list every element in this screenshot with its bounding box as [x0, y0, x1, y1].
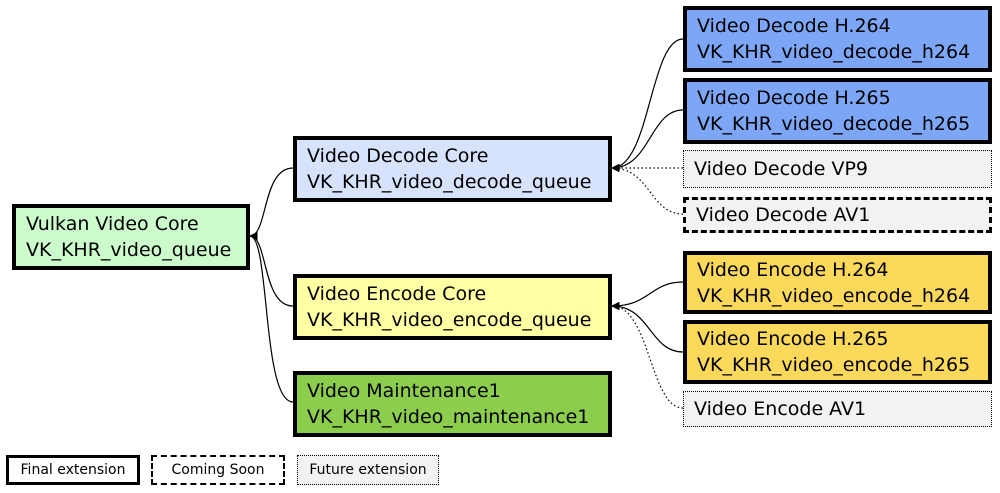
legend-coming-soon: Coming Soon	[151, 455, 285, 485]
node-extension: VK_KHR_video_encode_h264	[697, 284, 971, 307]
legend-final-extension: Final extension	[6, 455, 140, 485]
node-extension: VK_KHR_video_decode_h265	[697, 113, 971, 135]
edge-encode-h264	[611, 281, 684, 311]
node-video-encode-av1: Video Encode AV1	[683, 391, 992, 427]
node-video-decode-h264: Video Decode H.264 VK_KHR_video_decode_h…	[683, 6, 992, 72]
node-video-encode-h264: Video Encode H.264 VK_KHR_video_encode_h…	[683, 251, 992, 314]
edge-encode-h265	[611, 301, 684, 353]
node-vulkan-video-core: Vulkan Video Core VK_KHR_video_queue	[12, 204, 250, 270]
node-title: Video Maintenance1	[307, 380, 501, 402]
node-title: Video Encode H.265	[697, 328, 889, 350]
node-title: Video Decode VP9	[694, 158, 868, 180]
node-extension: VK_KHR_video_maintenance1	[307, 406, 590, 428]
edge-decode-h265	[611, 109, 684, 173]
edge-encode-to-core	[249, 231, 294, 307]
edge-decode-to-core	[249, 167, 294, 241]
legend-label: Future extension	[309, 462, 427, 478]
node-title: Video Decode H.264	[697, 15, 891, 37]
node-title: Video Decode H.265	[697, 87, 891, 109]
node-extension: VK_KHR_video_encode_queue	[307, 309, 592, 331]
legend-label: Coming Soon	[171, 462, 265, 478]
node-extension: VK_KHR_video_decode_h264	[697, 41, 971, 63]
edge-encode-av1	[611, 301, 684, 409]
node-title: Video Decode Core	[307, 145, 489, 167]
legend-future-extension: Future extension	[297, 455, 439, 485]
node-title: Video Encode AV1	[694, 398, 867, 420]
node-video-decode-core: Video Decode Core VK_KHR_video_decode_qu…	[293, 136, 612, 202]
node-title: Video Encode Core	[307, 283, 487, 305]
node-video-decode-av1: Video Decode AV1	[683, 197, 992, 233]
node-video-decode-h265: Video Decode H.265 VK_KHR_video_decode_h…	[683, 78, 992, 144]
legend-label: Final extension	[20, 462, 126, 478]
node-video-encode-core: Video Encode Core VK_KHR_video_encode_qu…	[293, 274, 612, 340]
edge-decode-h264	[611, 38, 684, 173]
edge-maintenance-to-core	[249, 231, 294, 403]
node-video-decode-vp9: Video Decode VP9	[683, 150, 992, 188]
edge-decode-av1	[611, 163, 684, 215]
node-title: Video Decode AV1	[696, 204, 871, 226]
node-video-maintenance1: Video Maintenance1 VK_KHR_video_maintena…	[293, 371, 612, 437]
node-extension: VK_KHR_video_queue	[26, 239, 232, 261]
node-extension: VK_KHR_video_encode_h265	[697, 354, 971, 376]
node-video-encode-h265: Video Encode H.265 VK_KHR_video_encode_h…	[683, 320, 992, 384]
node-extension: VK_KHR_video_decode_queue	[307, 171, 592, 193]
node-title: Vulkan Video Core	[26, 213, 199, 235]
node-title: Video Encode H.264	[697, 258, 889, 281]
